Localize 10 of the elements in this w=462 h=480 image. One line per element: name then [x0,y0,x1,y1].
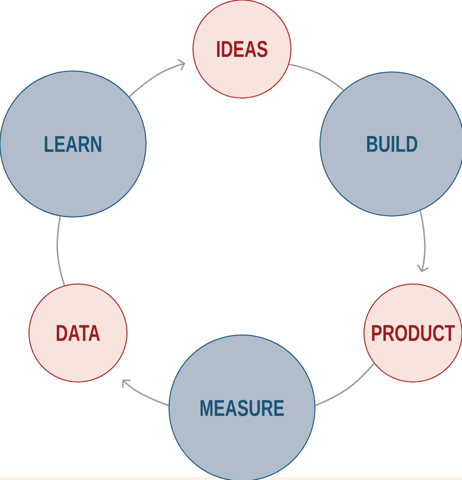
circle-node: MEASURE [168,334,316,480]
connector-line [288,64,344,91]
circle-node: PRODUCT [364,284,462,382]
connector-line [56,216,66,286]
connector-line [315,362,375,406]
circle-node: DATA [28,284,128,382]
circle-node: BUILD [320,72,462,216]
arrow [417,210,429,272]
arrow [128,58,186,98]
arrow [122,380,169,406]
